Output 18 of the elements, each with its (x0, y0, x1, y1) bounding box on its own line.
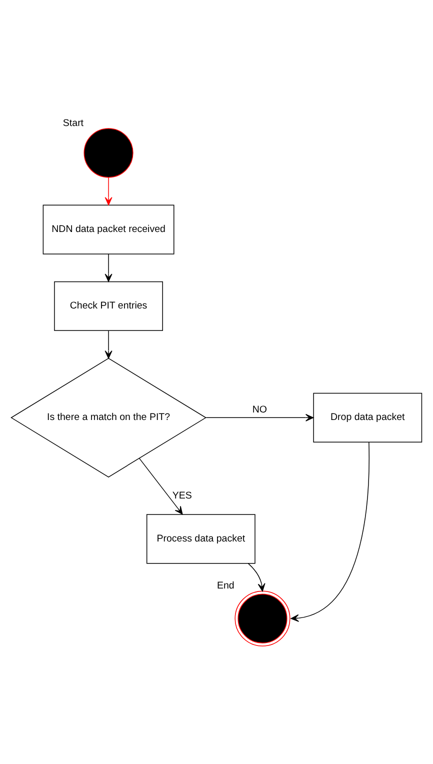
node-box: NDN data packet received (42, 204, 174, 254)
node-label: Start (62, 118, 84, 129)
edge-label: NO (252, 404, 267, 416)
node-diamond: Is there a match on the PIT? (10, 358, 207, 478)
node-box: Drop data packet (313, 392, 422, 442)
edge-label: YES (172, 490, 192, 502)
node-circle (84, 128, 134, 178)
arrow (104, 330, 112, 359)
node-box: Check PIT entries (54, 281, 163, 331)
node-box: Process data packet (146, 514, 256, 564)
node-label: End (217, 580, 234, 592)
arrow (290, 442, 370, 622)
arrow (104, 177, 112, 206)
node-circle (234, 590, 290, 646)
arrow (138, 458, 183, 515)
arrow (248, 563, 266, 592)
arrow (104, 254, 112, 282)
arrow (206, 414, 314, 422)
